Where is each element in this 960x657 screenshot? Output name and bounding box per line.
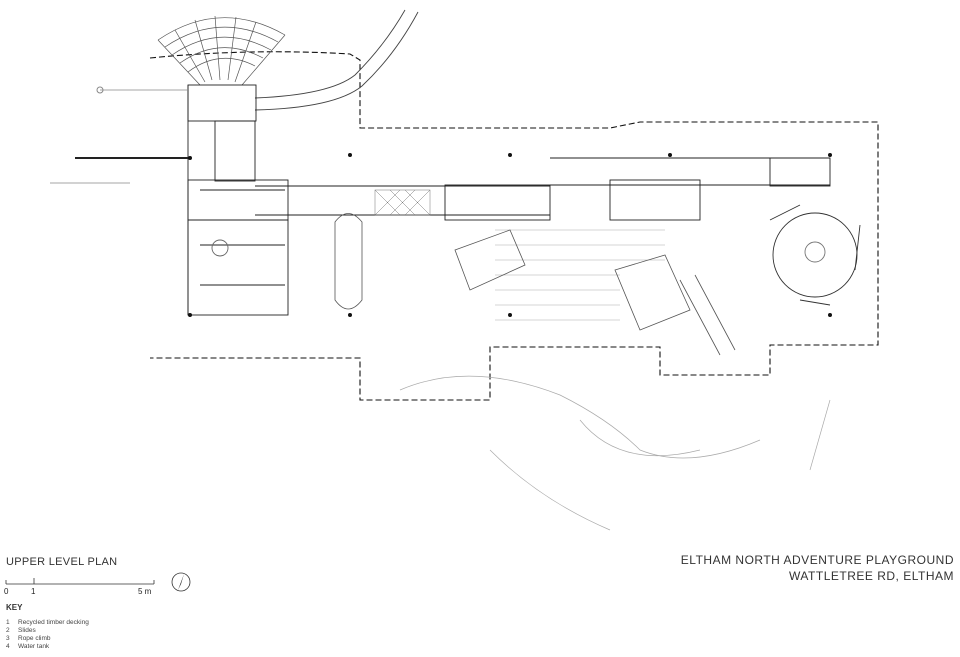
bridge-walkway <box>255 157 831 221</box>
angled-slide <box>454 229 736 356</box>
post-markers <box>188 153 832 317</box>
net-panel <box>374 189 431 216</box>
project-title-block: ELTHAM NORTH ADVENTURE PLAYGROUND WATTLE… <box>681 552 954 584</box>
approach-path <box>50 86 190 184</box>
site-boundary <box>149 51 879 401</box>
climbing-pod <box>334 213 363 310</box>
timber-deck <box>495 229 665 321</box>
plan-title: UPPER LEVEL PLAN <box>6 556 118 568</box>
key-title: KEY <box>6 603 23 612</box>
scale-bar: 0 1 5 m <box>4 574 164 600</box>
seating-fan <box>157 15 286 86</box>
main-deck <box>187 84 289 316</box>
slide-ribbon <box>254 9 419 111</box>
site-plan-drawing <box>50 9 879 531</box>
landscape-paths <box>399 375 831 531</box>
scale-label-end: 5 m <box>138 587 152 596</box>
scale-label-mid: 1 <box>31 587 36 596</box>
round-tower <box>769 204 861 306</box>
north-arrow-icon <box>171 572 191 592</box>
project-address: WATTLETREE RD, ELTHAM <box>789 569 954 583</box>
scale-label-start: 0 <box>4 587 9 596</box>
project-name: ELTHAM NORTH ADVENTURE PLAYGROUND <box>680 553 954 567</box>
scale-bar-graphic <box>5 578 155 585</box>
